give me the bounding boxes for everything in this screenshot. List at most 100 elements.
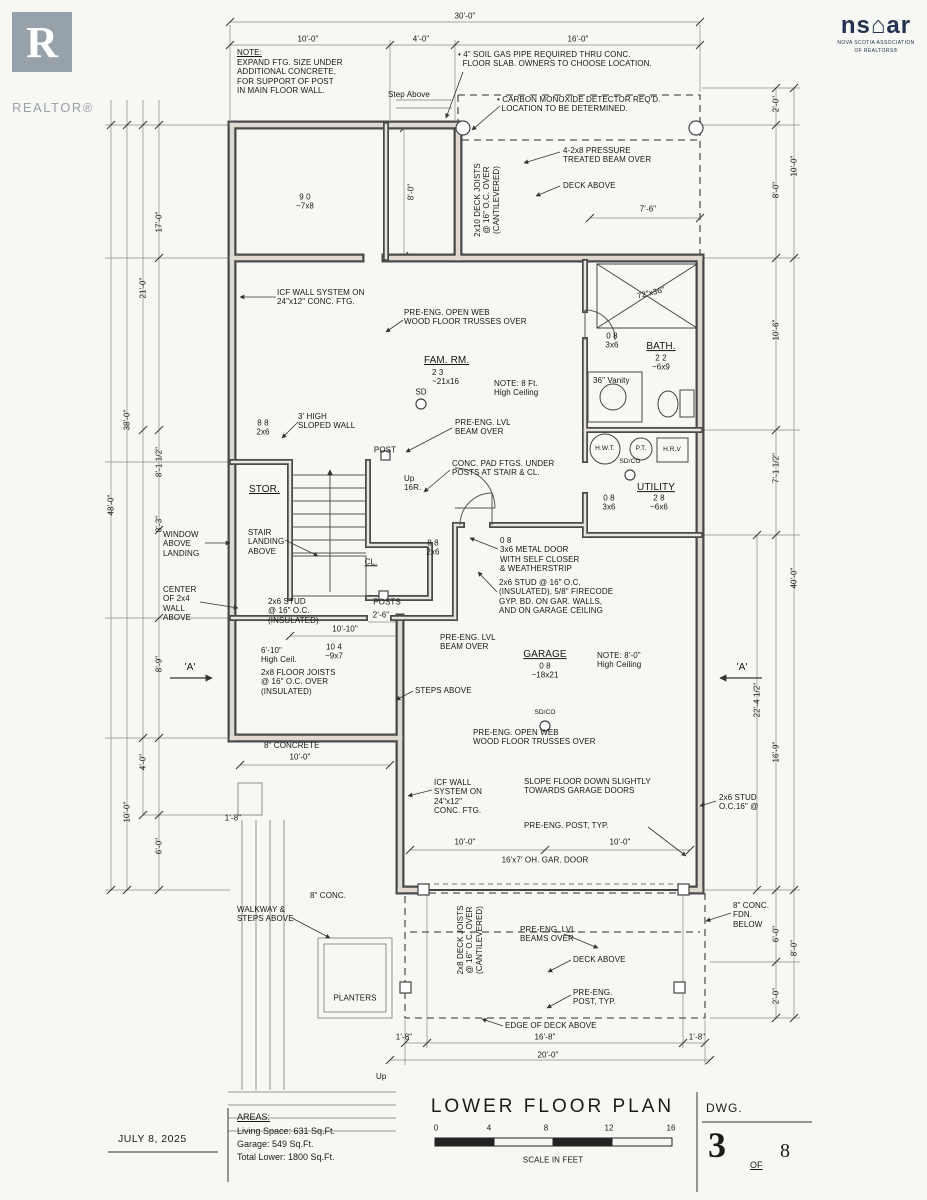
areas-heading: AREAS: [237, 1112, 271, 1122]
label-edge-deck: EDGE OF DECK ABOVE [505, 1021, 597, 1030]
scale-tick-12: 12 [604, 1123, 614, 1133]
title-block-lines [108, 1092, 812, 1192]
label-room-top-size: 9 0 ~7x8 [296, 192, 314, 211]
room-cl: CL. [364, 557, 378, 567]
dim-left-8-9: 8'-9" [154, 655, 164, 673]
dim-top-16: 16'-0" [567, 34, 589, 44]
room-garage: GARAGE [523, 649, 567, 661]
dim-10-0-gar-right: 10'-0" [609, 837, 631, 847]
dim-top-30: 30'-0" [454, 11, 476, 21]
note-sloped-wall: 3' HIGH SLOPED WALL [298, 412, 356, 431]
scale-tick-4: 4 [486, 1123, 492, 1133]
note-deck-joists-top: 2x10 DECK JOISTS @ 16" O.C. OVER (CANTIL… [472, 163, 501, 237]
dim-1-8-b: 1'-8" [688, 1032, 706, 1042]
note-stud-insulated: 2x6 STUD @ 16" O.C. (INSULATED) [268, 597, 319, 625]
label-scale-feet: SCALE IN FEET [522, 1155, 584, 1165]
dim-right-40-0: 40'-0" [789, 567, 799, 589]
dim-1-8-left: 1'-8" [224, 813, 242, 823]
drawing-title: LOWER FLOOR PLAN [430, 1096, 675, 1117]
dim-entry-8-0: 8'-0" [406, 183, 416, 201]
label-8-conc: 8" CONC. [310, 891, 347, 900]
nsar-subtitle-2: OF REALTORS® [854, 48, 898, 54]
dim-left-8-3: 8'-3" [154, 515, 164, 533]
date-label: JULY 8, 2025 [118, 1133, 187, 1145]
label-shower-size: 72"x36" [636, 285, 666, 301]
room-fam-rm: FAM. RM. [424, 355, 470, 366]
label-posts: POSTS [373, 597, 401, 607]
note-center-wall: CENTER OF 2x4 WALL ABOVE [163, 585, 197, 623]
note-preeng-post-garage: PRE-ENG. POST, TYP. [524, 821, 609, 830]
label-step-above: Step Above [388, 90, 430, 99]
dim-right-2-0-top: 2'-0" [771, 95, 781, 113]
note-garage-walls: 2x6 STUD @ 16" O.C. (INSULATED), 5/8" FI… [499, 578, 614, 616]
dim-right-8-0-top: 8'-0" [771, 181, 781, 199]
utility-window-size: 0 8 3x6 [602, 493, 616, 512]
scale-bar [434, 1137, 673, 1147]
dim-left-48: 48'-0" [106, 494, 116, 516]
room-stor: STOR. [249, 484, 280, 495]
room-utility-size: 2 8 ~6x6 [650, 493, 668, 512]
dim-right-7-1: 7'-1 1/2" [771, 452, 781, 484]
dim-7-6: 7'-6" [639, 204, 657, 214]
deck-outlines [404, 94, 706, 1019]
label-hwt: H.W.T. [595, 445, 615, 453]
stairs [291, 469, 367, 597]
dimension-lines [105, 21, 800, 1065]
dim-right-10-0-top: 10'-0" [789, 155, 799, 177]
bath-window-size: 0 8 3x6 [605, 331, 619, 350]
label-2x6-cl: 8 8 2x6 [426, 538, 440, 557]
note-stud-right: 2x6 STUD O.C.16" @ [719, 793, 759, 812]
note-stair-landing: STAIR LANDING ABOVE [248, 528, 285, 556]
realtor-logo-letter: R [26, 17, 58, 67]
room-bath-size: 2 2 ~6x9 [652, 353, 670, 372]
label-up-bottom: Up [376, 1072, 387, 1081]
note-metal-door: 0 8 3x6 METAL DOOR WITH SELF CLOSER & WE… [500, 536, 580, 574]
note-open-web-upper: PRE-ENG. OPEN WEB WOOD FLOOR TRUSSES OVE… [404, 308, 527, 327]
dim-left-6-0: 6'-0" [154, 837, 164, 855]
label-sdco-utility: SD/CO [619, 458, 641, 466]
note-deck-joists-bottom: 2x8 DECK JOISTS @ 16" O.C. OVER (CANTILE… [455, 905, 484, 975]
nsar-subtitle-1: NOVA SCOTIA ASSOCIATION [837, 40, 915, 46]
label-steps-above: STEPS ABOVE [415, 686, 472, 695]
dim-right-6-0: 6'-0" [771, 925, 781, 943]
note-window-above: WINDOW ABOVE LANDING [163, 530, 200, 558]
dim-left-10-0: 10'-0" [122, 801, 132, 823]
areas-garage: Garage: 549 Sq.Ft. [237, 1139, 314, 1149]
note-walkway: WALKWAY & STEPS ABOVE [237, 905, 294, 924]
dim-left-38: 38'-0" [122, 409, 132, 431]
dim-top-4: 4'-0" [412, 34, 430, 44]
note-expand-heading: NOTE: [237, 48, 262, 57]
label-8-concrete: 8" CONCRETE [264, 741, 320, 750]
dim-10-0-walkway: 10'-0" [289, 752, 311, 762]
dim-left-21: 21'-0" [138, 277, 148, 299]
dim-right-16-9: 16'-9" [771, 741, 781, 763]
sheet-number: 3 [708, 1125, 726, 1165]
dim-16-8: 16'-8" [534, 1032, 556, 1042]
label-pt: P.T. [635, 445, 647, 453]
realtor-logo-mark: R [12, 12, 72, 72]
note-conc-pads: CONC. PAD FTGS. UNDER POSTS AT STAIR & C… [452, 459, 555, 478]
leader-lines [199, 71, 732, 1027]
dim-top-10: 10'-0" [297, 34, 319, 44]
dim-10-0-gar-left: 10'-0" [454, 837, 476, 847]
dwg-label: DWG. [706, 1101, 743, 1115]
dim-20-0: 20'-0" [537, 1050, 559, 1060]
dim-left-8-1: 8'-1 1/2" [154, 446, 164, 478]
label-vanity: 36" Vanity [593, 376, 630, 385]
room-low-size: 10 4 ~9x7 [325, 642, 343, 661]
door-swings [454, 309, 616, 526]
section-a-left: 'A' [184, 662, 196, 674]
room-fam-rm-size: 2 3 ~21x16 [432, 368, 460, 387]
label-up-16r: Up 16R. [404, 474, 422, 493]
room-utility: UTILITY [637, 482, 675, 494]
label-hrv: H.R.V [663, 446, 681, 454]
dim-left-17: 17'-0" [154, 211, 164, 233]
walkway-and-planters [228, 99, 452, 1132]
realtor-logo-label: REALTOR® [12, 100, 94, 115]
dim-1-8-a: 1'-8" [395, 1032, 413, 1042]
dim-right-8-0-bot: 8'-0" [789, 939, 799, 957]
scale-tick-8: 8 [543, 1123, 549, 1133]
